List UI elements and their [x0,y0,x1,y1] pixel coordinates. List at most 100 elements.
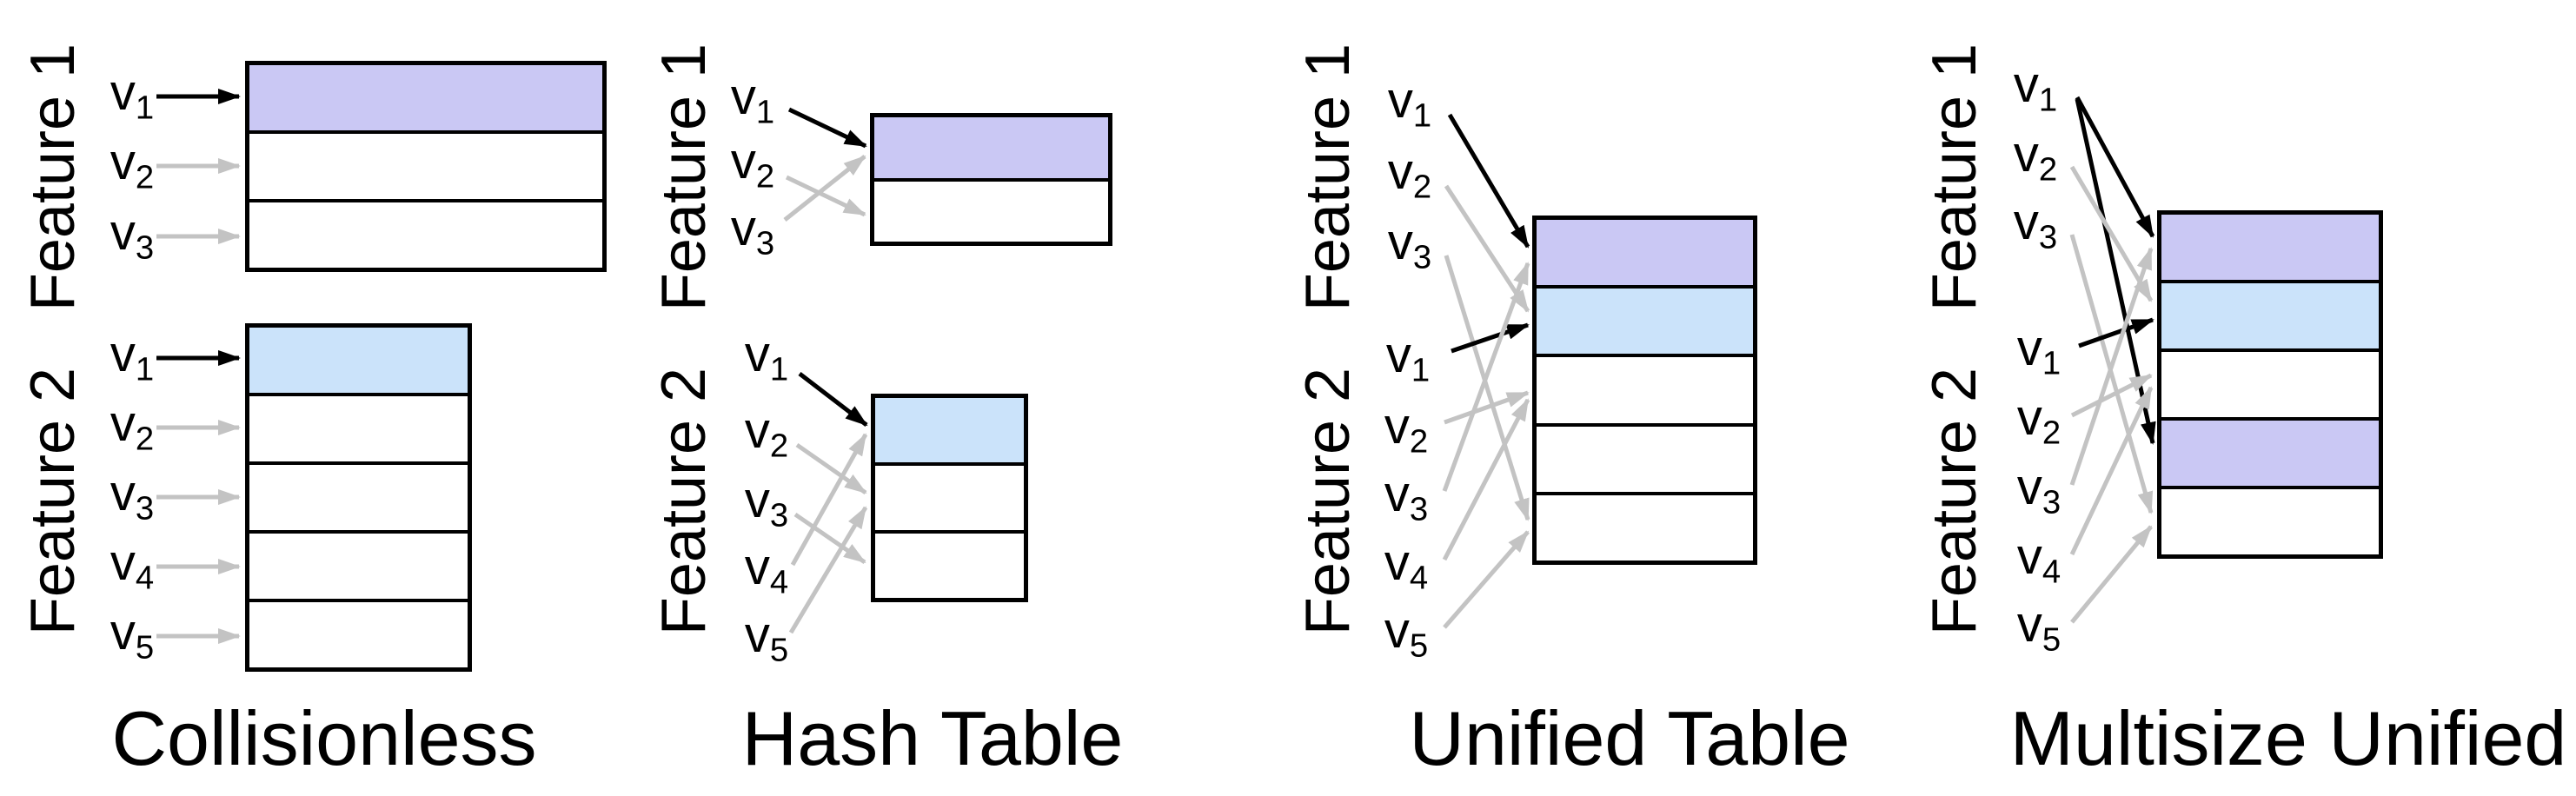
value-base: v [2013,56,2039,114]
feature1-table-row-2 [874,177,1108,242]
arrow-hash-table-f2-v2-to-feature2-table-row-2 [795,442,867,495]
value-label-multisize-unified-f2-v2: v2 [2017,393,2061,450]
value-base: v [1387,214,1413,271]
value-label-unified-table-f1-v2: v2 [1388,147,1431,204]
value-label-unified-table-f1-v3: v3 [1388,217,1431,275]
multisize-table-row-2 [2161,280,2379,348]
value-subscript: 1 [135,350,155,388]
value-base: v [2013,194,2039,251]
value-subscript: 1 [1412,96,1432,135]
value-base: v [2016,459,2042,516]
value-label-unified-table-f2-v1: v1 [1386,330,1430,388]
value-label-multisize-unified-f2-v1: v1 [2017,323,2061,381]
value-base: v [110,326,136,383]
value-base: v [744,402,770,460]
value-label-collisionless-f2-v3: v3 [110,468,154,526]
arrow-hash-table-f2-v4-to-feature2-table-row-1 [790,433,868,567]
hash-table-feature2-table [871,394,1028,602]
arrow-multisize-unified-f2-v4-to-multisize-table-row-3 [2069,386,2154,556]
value-base: v [110,395,136,453]
unified-table-row-2 [1537,285,1753,355]
value-base: v [110,534,136,592]
value-subscript: 2 [135,158,155,196]
value-base: v [1385,327,1411,384]
value-subscript: 2 [1412,168,1432,206]
unified-table-row-5 [1537,491,1753,561]
value-subscript: 2 [2038,150,2058,189]
arrow-multisize-unified-f2-v2-to-multisize-table-row-3 [2070,373,2153,418]
value-subscript: 4 [769,563,789,601]
value-subscript: 5 [135,628,155,667]
value-subscript: 3 [1412,238,1432,276]
value-base: v [730,133,756,190]
value-label-collisionless-f1-v2: v2 [110,137,154,195]
arrow-hash-table-f2-v5-to-feature2-table-row-2 [788,506,868,634]
feature2-table-row-2 [249,393,468,461]
unified-table-row-1 [1537,220,1753,286]
feature-label-collisionless-2: Feature 2 [18,367,88,636]
feature2-table-row-1 [249,328,468,393]
value-subscript: 2 [2042,414,2061,452]
caption-multisize-unified: Multisize Unified [2009,695,2567,781]
value-label-unified-table-f2-v5: v5 [1384,606,1428,663]
arrow-unified-table-f2-v1-to-unified-table-row-2 [1451,322,1530,354]
value-subscript: 5 [1409,627,1429,665]
caption-unified-table: Unified Table [1409,695,1850,781]
value-label-collisionless-f2-v4: v4 [110,538,154,595]
value-subscript: 4 [1409,559,1429,597]
hash-table-feature1-table [870,113,1112,246]
arrow-unified-table-f1-v3-to-unified-table-row-5 [1444,255,1530,521]
arrow-multisize-unified-f2-v3-to-multisize-table-row-1 [2069,247,2154,486]
value-label-hash-table-f2-v2: v2 [745,406,788,463]
value-base: v [2016,528,2042,586]
value-label-multisize-unified-f2-v4: v4 [2017,532,2061,589]
multisize-table-row-3 [2161,348,2379,417]
collisionless-feature1-table [245,61,607,272]
value-base: v [110,204,136,262]
feature2-table-row-3 [875,530,1024,598]
value-subscript: 3 [2042,483,2061,521]
value-subscript: 1 [135,89,155,127]
feature2-table-row-3 [249,461,468,530]
arrow-multisize-unified-f1-v2-to-multisize-table-row-2 [2069,165,2154,302]
feature2-table-row-5 [249,599,468,667]
value-subscript: 3 [769,496,789,534]
value-base: v [110,64,136,122]
value-subscript: 3 [755,224,775,262]
value-base: v [1384,602,1410,660]
feature2-table-row-4 [249,530,468,599]
value-base: v [1387,143,1413,201]
feature-label-hash-table-1: Feature 1 [649,43,719,312]
value-label-unified-table-f2-v2: v2 [1384,401,1428,459]
feature-label-unified-table-1: Feature 1 [1293,43,1363,312]
value-subscript: 5 [2042,620,2061,659]
value-label-multisize-unified-f1-v3: v3 [2014,197,2057,255]
multisize-table-row-5 [2161,486,2379,554]
value-label-collisionless-f1-v3: v3 [110,208,154,265]
arrow-unified-table-f2-v2-to-unified-table-row-3 [1444,390,1530,425]
caption-hash-table: Hash Table [741,695,1124,781]
value-base: v [110,134,136,191]
arrow-multisize-unified-f2-v1-to-multisize-table-row-2 [2078,317,2154,348]
value-base: v [110,465,136,522]
value-label-hash-table-f1-v3: v3 [731,203,774,261]
feature1-table-row-1 [249,65,602,130]
value-base: v [2016,320,2042,377]
arrow-unified-table-f1-v1-to-unified-table-row-1 [1447,113,1530,249]
value-subscript: 2 [135,420,155,458]
value-base: v [2016,596,2042,653]
arrow-hash-table-f1-v1-to-feature1-table-row-1 [787,107,867,149]
value-label-hash-table-f2-v5: v5 [745,610,788,667]
arrow-unified-table-f2-v3-to-unified-table-row-1 [1442,262,1530,492]
arrow-hash-table-f2-v3-to-feature2-table-row-3 [793,512,866,565]
value-subscript: 1 [769,350,789,388]
value-label-unified-table-f2-v3: v3 [1384,469,1428,527]
arrow-hash-table-f1-v3-to-feature1-table-row-1 [783,155,866,222]
value-label-collisionless-f1-v1: v1 [110,68,154,125]
value-label-hash-table-f1-v2: v2 [731,136,774,194]
arrow-multisize-unified-f2-v5-to-multisize-table-row-5 [2070,525,2153,624]
value-subscript: 4 [2042,553,2061,591]
value-subscript: 3 [135,229,155,267]
arrow-unified-table-f1-v2-to-unified-table-row-2 [1444,184,1530,313]
value-subscript: 4 [135,559,155,597]
